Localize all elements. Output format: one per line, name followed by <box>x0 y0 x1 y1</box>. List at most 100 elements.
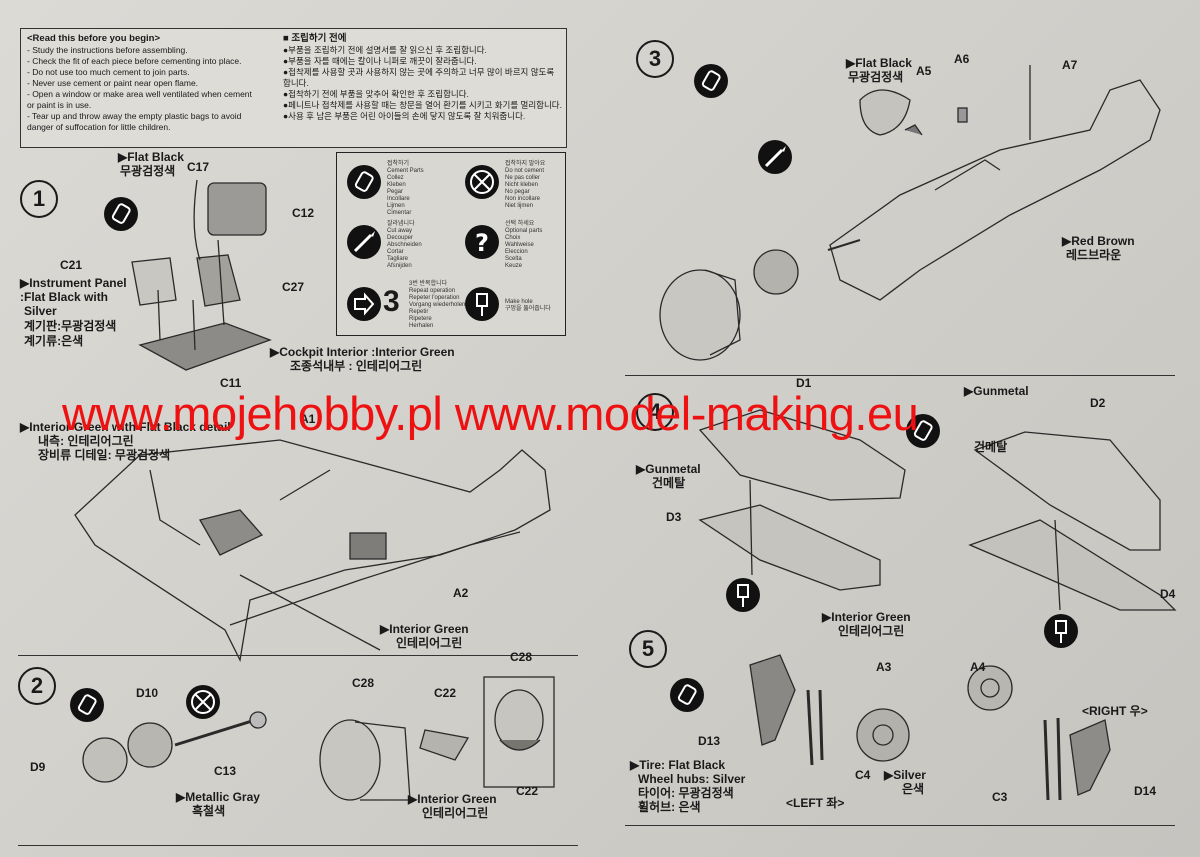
paint-label-kr: 레드브라운 <box>1066 248 1122 262</box>
part-label: C28 <box>352 676 375 690</box>
read-before-line: ●접착제를 사용할 곳과 사용하지 않는 곳에 주의하고 너무 많이 바르지 않… <box>283 67 555 88</box>
cement-tube-icon <box>694 64 728 98</box>
read-before-line: - Do not use too much cement to join par… <box>27 67 190 77</box>
paint-label: Silver <box>24 304 57 318</box>
legend-text: Make hole 구멍을 뚫어줍니다 <box>505 299 551 312</box>
paint-label-kr: 인테리어그린 <box>838 624 905 638</box>
read-before-line: - Check the fit of each piece before cem… <box>27 56 242 66</box>
paint-label: ▶Instrument Panel <box>20 276 127 290</box>
part-label: C4 <box>855 768 871 782</box>
legend-text: 잘라냅니다 Cut away Decouper Abschneiden Cort… <box>387 221 422 269</box>
cement-tube-icon <box>906 414 940 448</box>
read-before-korean: ■ 조립하기 전에 ●부품을 조립하기 전에 설명서를 잘 읽으신 후 조립합니… <box>283 33 563 122</box>
no-cement-icon <box>186 685 220 719</box>
paint-label-kr: 인테리어그린 <box>396 636 463 650</box>
cement-tube-icon <box>347 165 381 199</box>
paint-label: ▶Interior Green <box>408 792 497 806</box>
read-before-line: - Study the instructions before assembli… <box>27 45 188 55</box>
hobby-knife-icon <box>758 140 792 174</box>
paint-label: ▶Gunmetal <box>964 384 1029 398</box>
part-label: C12 <box>292 206 315 220</box>
part-label: C22 <box>516 784 539 798</box>
paint-label-kr: 장비류 디테일: 무광검정색 <box>38 448 171 462</box>
watermark-text: www.mojehobby.pl www.model-making.eu <box>62 387 919 440</box>
hobby-knife-icon <box>347 225 381 259</box>
step-number: 2 <box>18 667 56 705</box>
paint-label-kr: 계기판:무광검정색 <box>24 319 117 333</box>
paint-label: ▶Interior Green with Flat Black detail <box>20 420 231 434</box>
paint-label-kr: 조종석내부 : 인테리어그린 <box>290 359 423 373</box>
part-label: C3 <box>992 790 1008 804</box>
step2-engine-drawing <box>82 676 555 801</box>
paint-label: ▶Red Brown <box>1062 234 1135 248</box>
part-label: A2 <box>453 586 469 600</box>
step-number: 4 <box>636 393 674 431</box>
step3-airplane-drawing <box>659 65 1161 361</box>
paint-label-kr: 무광검정색 <box>848 70 904 84</box>
paint-label-kr: 인테리어그린 <box>422 806 489 820</box>
step4-wings-drawing <box>698 409 1177 611</box>
paint-label: ▶Interior Green <box>380 622 469 636</box>
part-label: D13 <box>698 734 721 748</box>
legend-text: 선택 하세요 Optional parts Choix Wahlweise El… <box>505 221 543 269</box>
read-before-line: - Tear up and throw away the empty plast… <box>27 111 242 121</box>
paint-label: ▶Silver <box>884 768 926 782</box>
cement-tube-icon <box>70 688 104 722</box>
part-label: C28 <box>510 650 533 664</box>
legend-text: 접착하지 말아요 Do not cement Ne pas coller Nic… <box>505 161 546 209</box>
legend-text: 3번 반복합니다 Repeat operation Repeter l'oper… <box>409 281 466 329</box>
question-icon: ? <box>465 225 499 259</box>
read-before-line: ●접착하기 전에 부품을 맞추어 확인한 후 조립합니다. <box>283 89 469 99</box>
paint-label-kr: 건메탈 <box>652 476 686 490</box>
part-label: A7 <box>1062 58 1078 72</box>
part-label: C21 <box>60 258 83 272</box>
page-divider <box>18 655 578 656</box>
read-before-line: ●부품을 조립하기 전에 설명서를 잘 읽으신 후 조립합니다. <box>283 45 487 55</box>
drill-icon <box>465 287 499 321</box>
svg-text:?: ? <box>475 229 489 257</box>
part-label: A5 <box>916 64 932 78</box>
repeat-icon <box>347 287 381 321</box>
paint-label: ▶Tire: Flat Black <box>630 758 726 772</box>
step-number: 5 <box>629 630 667 668</box>
paint-label: :Flat Black with <box>20 290 109 304</box>
drill-icon <box>1044 614 1078 648</box>
read-before-line: ●사용 후 남은 부품은 어린 아이들의 손에 닿지 않도록 잘 치워줍니다. <box>283 111 526 121</box>
paint-label: ▶Cockpit Interior :Interior Green <box>270 345 455 359</box>
page-divider <box>625 375 1175 376</box>
part-label: D2 <box>1090 396 1106 410</box>
legend-text: 접착하기 Cement Parts Collez Kleben Pegar In… <box>387 161 424 216</box>
cement-tube-icon <box>670 678 704 712</box>
repeat-count: 3 <box>383 285 400 318</box>
part-label: A6 <box>954 52 970 66</box>
cement-tube-icon <box>104 197 138 231</box>
read-before-line: ●페니트나 접착제를 사용할 때는 창문을 열어 환기를 시키고 화기를 멀리합… <box>283 100 562 110</box>
part-label: D1 <box>796 376 812 390</box>
symbol-legend: 접착하기 Cement Parts Collez Kleben Pegar In… <box>336 152 566 336</box>
paint-label-kr: 내측: 인테리어그린 <box>38 434 134 448</box>
step5-landing-gear-drawing <box>749 654 1111 801</box>
read-before-line: or paint is in use. <box>27 100 92 110</box>
part-label: C17 <box>187 160 210 174</box>
part-label: D3 <box>666 510 682 524</box>
paint-label-kr: 계기류:은색 <box>24 334 84 348</box>
part-label: D9 <box>30 760 46 774</box>
part-label: C13 <box>214 764 237 778</box>
no-cement-icon <box>465 165 499 199</box>
part-label: A4 <box>970 660 986 674</box>
part-label: A1 <box>300 412 316 426</box>
part-label: D4 <box>1160 587 1176 601</box>
paint-label-kr: 타이어: 무광검정색 <box>638 786 734 800</box>
part-label: C11 <box>220 376 242 390</box>
paint-label-kr: 흑철색 <box>192 804 226 818</box>
part-label: C27 <box>282 280 305 294</box>
step1-cockpit-drawing <box>131 179 272 371</box>
read-before-line: ●부품을 자를 때에는 칼이나 니퍼로 깨끗이 잘라줍니다. <box>283 56 477 66</box>
read-before-title-kr: ■ 조립하기 전에 <box>283 33 347 44</box>
paint-label: ▶Gunmetal <box>636 462 701 476</box>
drill-icon <box>726 578 760 612</box>
page-divider <box>18 845 578 846</box>
step-number: 1 <box>20 180 58 218</box>
